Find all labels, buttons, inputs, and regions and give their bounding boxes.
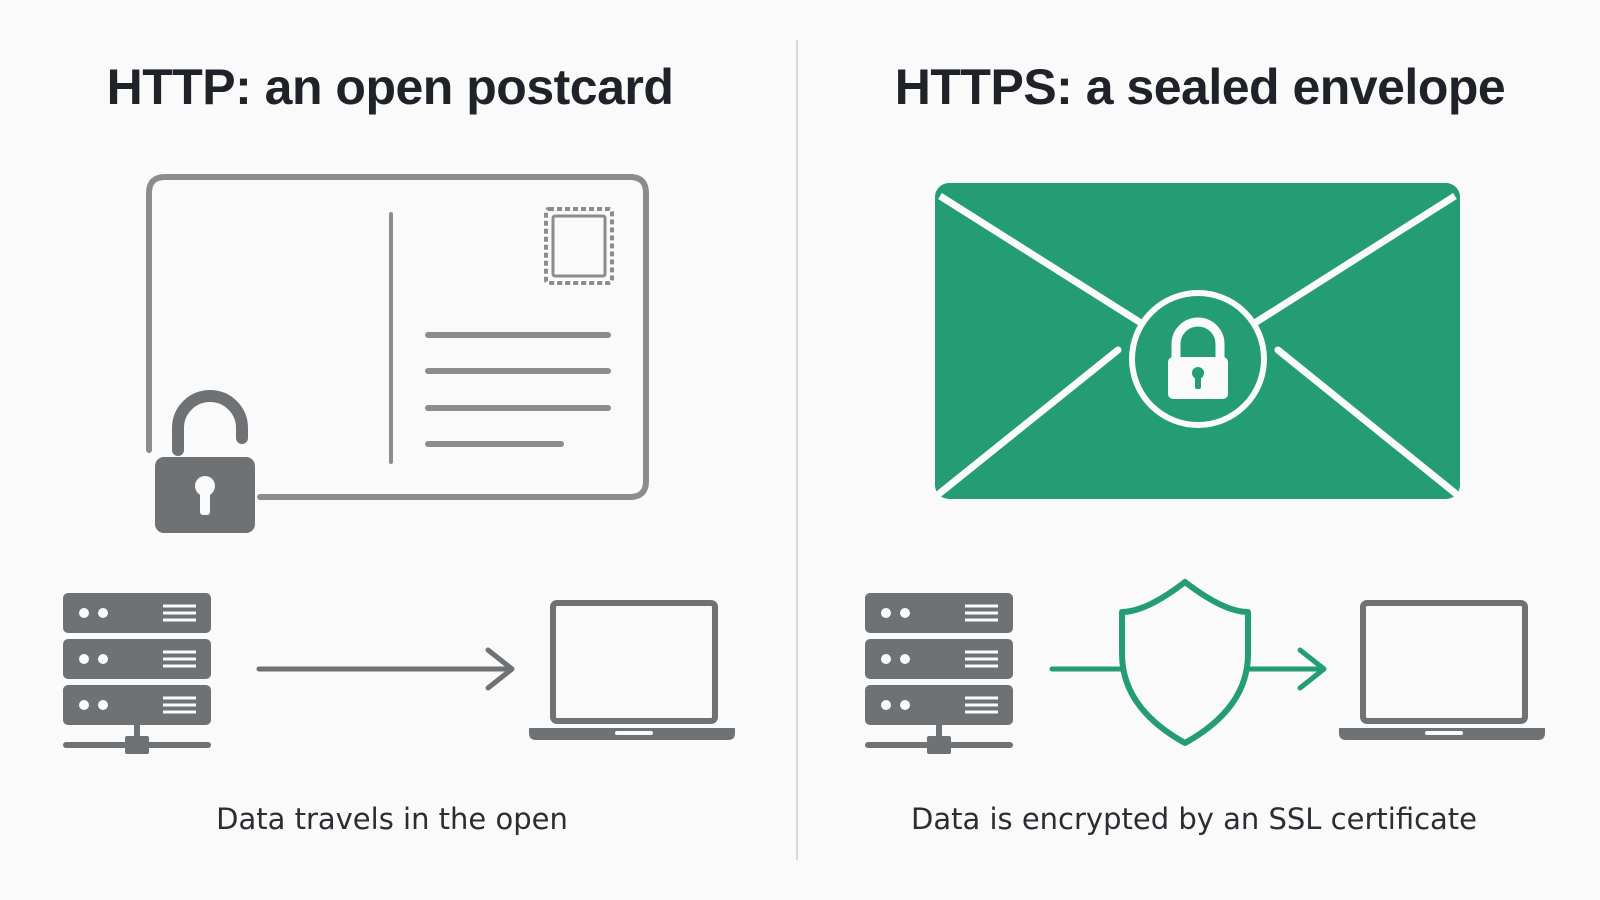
http-panel: HTTP: an open postcard: [63, 59, 735, 836]
postage-stamp-icon: [544, 207, 614, 285]
laptop-icon: [1339, 600, 1545, 740]
locked-padlock-icon: [1129, 290, 1267, 428]
http-title: HTTP: an open postcard: [106, 59, 674, 115]
http-illustration: [63, 174, 735, 754]
arrow-right-icon: [256, 647, 515, 691]
https-panel: HTTPS: a sealed envelope: [800, 0, 1600, 900]
panel-divider: [796, 40, 798, 860]
https-title: HTTPS: a sealed envelope: [894, 59, 1506, 115]
shield-icon: [1119, 579, 1251, 746]
unlocked-padlock-icon: [155, 390, 255, 533]
postcard-icon: [146, 174, 649, 500]
server-rack-icon: [63, 593, 211, 754]
https-caption: Data is encrypted by an SSL certificate: [910, 802, 1478, 836]
server-rack-icon: [865, 593, 1013, 754]
http-caption: Data travels in the open: [216, 802, 568, 836]
https-illustration: [865, 183, 1545, 754]
laptop-icon: [529, 600, 735, 740]
